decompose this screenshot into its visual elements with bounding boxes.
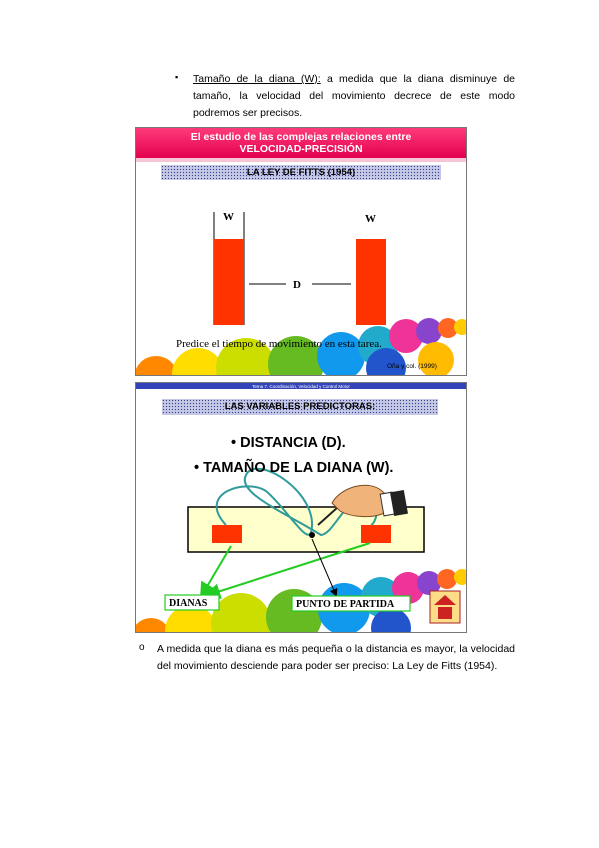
term-target-size: Tamaño de la diana (W):: [193, 73, 321, 85]
slide1-title-line1: El estudio de las complejas relaciones e…: [190, 131, 412, 143]
bullet-distance: • DISTANCIA (D).: [231, 435, 346, 451]
slide1-title-band: [136, 158, 466, 162]
slide1-caption: Predice el tiempo de movimiento en esta …: [176, 338, 382, 350]
slide-predictor-variables: Tema 7. Coordinación, Velocidad y Contro…: [135, 382, 467, 633]
paragraph-fitts-summary: A medida que la diana es más pequeña o l…: [157, 643, 515, 672]
hand-pen-icon: [317, 484, 408, 526]
punto-label-box: [291, 595, 411, 612]
start-point: [309, 532, 315, 538]
dianas-label-box: [164, 594, 220, 611]
slide1-credit: Oña y col. (1999): [387, 363, 437, 370]
right-target-bar: [356, 239, 386, 325]
slide2-header: Tema 7. Coordinación, Velocidad y Contro…: [252, 384, 350, 389]
slide1-subtitle-box: LA LEY DE FITTS (1954): [161, 165, 441, 180]
left-target-bar: [214, 239, 244, 325]
slide2-subtitle: LAS VARIABLES PREDICTORAS:: [224, 401, 376, 412]
target-left: [212, 525, 242, 543]
slide1-title: El estudio de las complejas relaciones e…: [136, 128, 466, 158]
bullet-circle-icon: o: [139, 642, 145, 653]
arrow-punto: [311, 538, 338, 597]
slide1-subtitle: LA LEY DE FITTS (1954): [246, 167, 356, 178]
label-dianas: DIANAS: [169, 598, 208, 609]
colorful-balls-decoration: [136, 318, 466, 375]
arrow-dianas-1: [199, 545, 232, 599]
bullet-square-icon: ▪: [175, 72, 179, 82]
paragraph-target-size: Tamaño de la diana (W): a medida que la …: [193, 71, 515, 122]
paragraph-target-size-text: a medida que la diana disminuye de tamañ…: [193, 73, 516, 119]
bullet-target-size: • TAMAÑO DE LA DIANA (W).: [194, 458, 393, 476]
slide2-header-bar: [136, 383, 466, 389]
label-w-right: W: [365, 213, 376, 225]
label-d: D: [293, 279, 301, 291]
slide2-diagram: Tema 7. Coordinación, Velocidad y Contro…: [136, 383, 466, 632]
arrow-dianas-2: [204, 542, 371, 599]
target-right: [361, 525, 391, 543]
slide2-subtitle-box: LAS VARIABLES PREDICTORAS:: [162, 399, 438, 415]
slide-fitts-law: El estudio de las complejas relaciones e…: [135, 127, 467, 376]
label-w-left: W: [223, 211, 234, 223]
university-logo-icon: [429, 590, 461, 624]
slide1-title-line2: VELOCIDAD-PRECISIÓN: [239, 143, 363, 155]
label-punto: PUNTO DE PARTIDA: [296, 599, 395, 610]
